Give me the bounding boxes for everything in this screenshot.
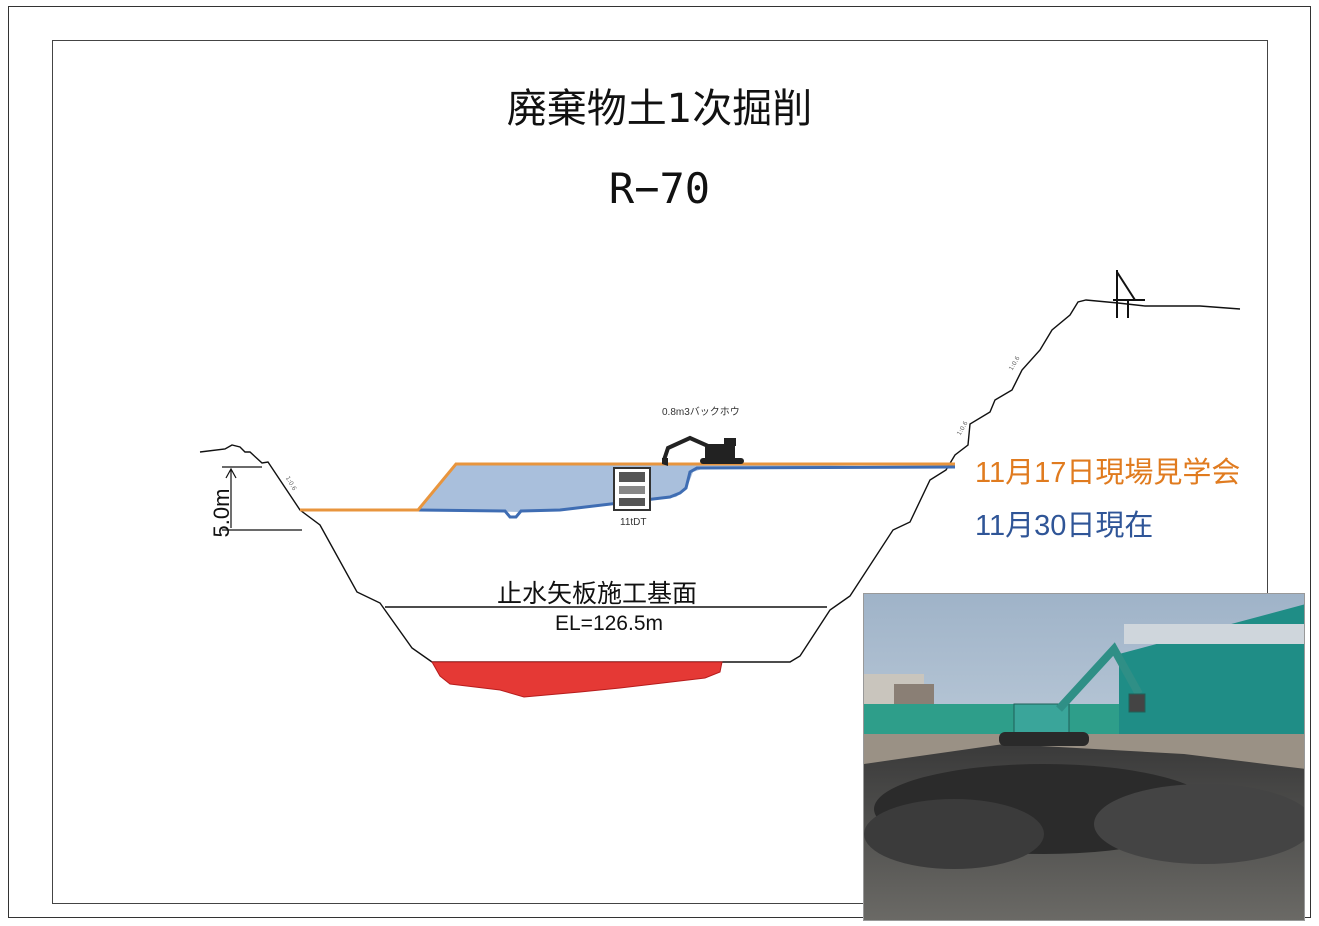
dump-truck-icon: [613, 467, 651, 511]
excavation-profile: [199, 299, 1241, 663]
depth-dimension: [222, 466, 302, 531]
outer-frame: [8, 6, 1311, 918]
excavator-icon: [662, 435, 744, 466]
site-photo: [863, 593, 1305, 921]
bottom-zone: [431, 661, 723, 698]
legend-current: 11月30日現在: [975, 510, 1154, 542]
excavator-label: 0.8m3バックホウ: [662, 407, 740, 418]
depth-label: 5.0m: [209, 488, 234, 538]
survey-marker-icon: [1113, 270, 1145, 318]
elevation-label: EL=126.5m: [555, 612, 663, 635]
legend-site-visit: 11月17日現場見学会: [975, 457, 1241, 489]
truck-label: 11tDT: [620, 517, 647, 528]
section-label: R−70: [608, 164, 711, 213]
drawing-frame: [52, 40, 1268, 904]
diagram-title: 廃棄物土1次掘削: [506, 86, 813, 132]
base-plane-label: 止水矢板施工基面: [497, 580, 698, 608]
